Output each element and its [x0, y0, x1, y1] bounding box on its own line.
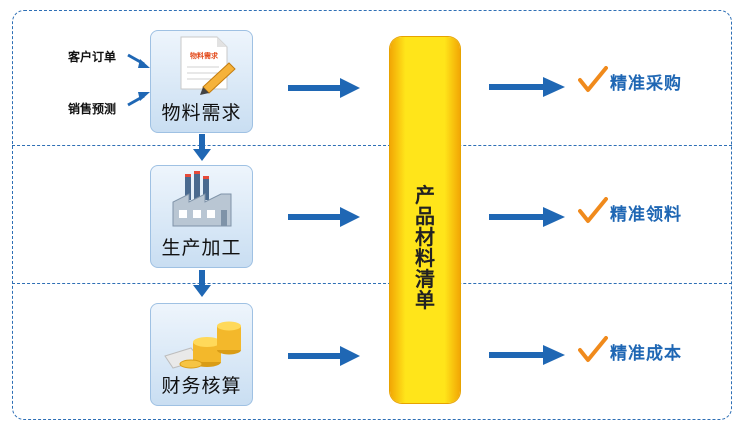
stage-label: 生产加工: [161, 237, 242, 259]
source-arrow-2: [127, 92, 150, 107]
source-sales-forecast: 销售预测: [68, 102, 117, 116]
arrow-to-bom-3: [288, 346, 360, 366]
source-arrow-1: [127, 53, 150, 68]
source-customer-order: 客户订单: [68, 50, 117, 64]
arrow-to-result-2: [489, 207, 565, 227]
down-arrow-2: [193, 270, 211, 297]
row-divider-1: [12, 145, 732, 146]
result-label: 精准领料: [610, 205, 682, 225]
gold-coins-icon: [164, 321, 241, 369]
check-icon: [578, 66, 608, 92]
row-divider-2: [12, 283, 732, 284]
arrow-to-bom-2: [288, 207, 360, 227]
arrow-to-result-1: [489, 77, 565, 97]
check-icon: [578, 197, 608, 223]
document-pencil-icon: 物料需求: [180, 36, 236, 95]
check-icon: [578, 336, 608, 362]
stage-production: 生产加工: [150, 165, 253, 268]
factory-icon: [172, 171, 232, 227]
arrow-to-result-3: [489, 345, 565, 365]
bom-bar: 产品材料清单: [390, 37, 460, 403]
doc-title: 物料需求: [190, 51, 219, 60]
stage-finance: 财务核算: [150, 303, 253, 406]
diagram-frame: [12, 10, 732, 420]
stage-material-demand: 物料需求 物料需求: [150, 30, 253, 133]
bom-char: 产品材料清单: [415, 183, 435, 312]
result-label: 精准采购: [610, 74, 682, 94]
result-label: 精准成本: [610, 344, 682, 364]
stage-label: 物料需求: [161, 102, 242, 124]
down-arrow-1: [193, 134, 211, 161]
arrow-to-bom-1: [288, 78, 360, 98]
bom-label: 产品材料清单: [390, 185, 460, 311]
stage-label: 财务核算: [161, 375, 242, 397]
